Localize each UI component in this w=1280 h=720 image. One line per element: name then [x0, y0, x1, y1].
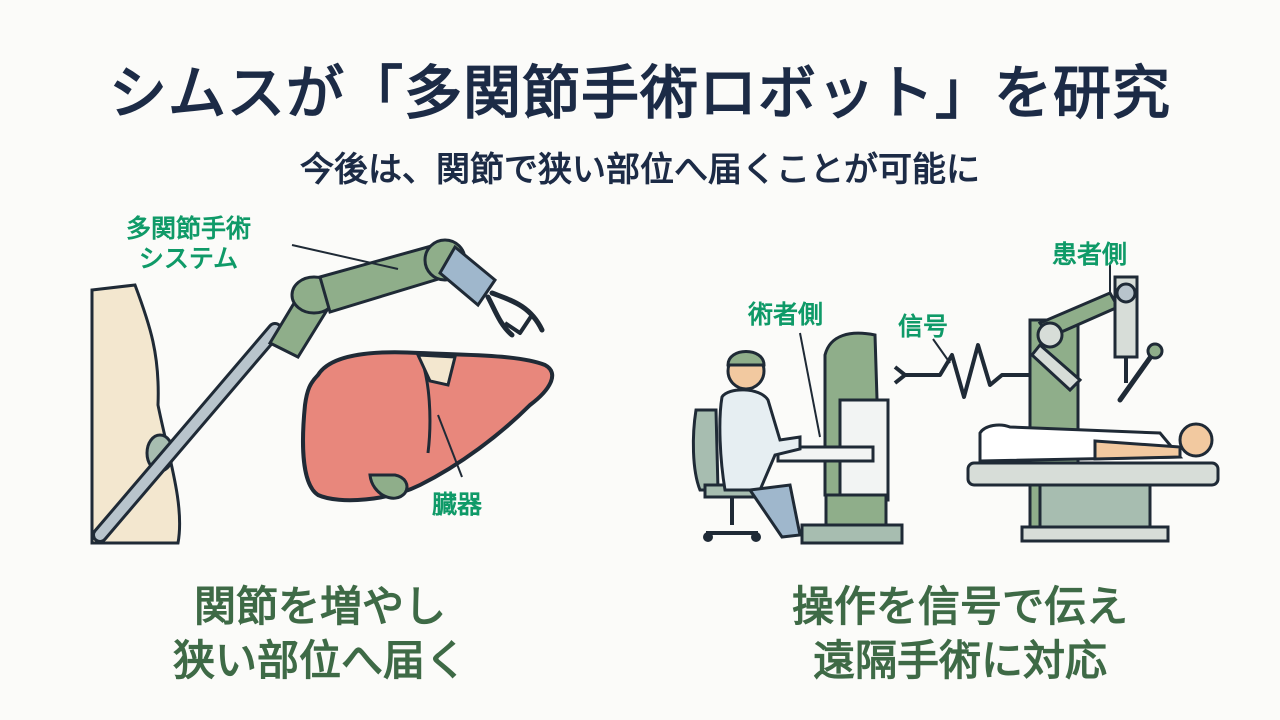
operator-body	[718, 388, 802, 492]
remote-surgery-illustration	[691, 263, 1220, 545]
robot-shaft	[95, 325, 280, 540]
operating-table-pedestal	[1038, 483, 1152, 531]
robot-wrist	[438, 244, 498, 308]
label-system-line2: システム	[138, 244, 239, 273]
right-illustration-panel: 術者側 信号 患者側	[640, 205, 1280, 575]
left-illustration-panel: 多関節手術 システム 臓器	[0, 205, 640, 575]
page-subtitle: 今後は、関節で狭い部位へ届くことが可能に	[300, 150, 980, 190]
leader-line-operator	[799, 332, 821, 438]
organ-liver	[301, 350, 555, 503]
page-title: シムスが「多関節手術ロボット」を研究	[108, 59, 1171, 127]
organ-gallbladder	[368, 473, 409, 500]
leader-line-organ	[437, 414, 463, 478]
operating-table-top	[966, 461, 1220, 487]
right-caption: 操作を信号で伝え 遠隔手術に対応	[640, 580, 1280, 688]
leader-line-signal	[932, 338, 951, 364]
right-caption-line2: 遠隔手術に対応	[812, 636, 1107, 685]
multi-joint-robot-illustration	[90, 238, 555, 545]
left-caption: 関節を増やし 狭い部位へ届く	[0, 580, 640, 688]
left-caption-line2: 狭い部位へ届く	[172, 636, 467, 685]
label-signal: 信号	[898, 312, 949, 341]
patient-head	[1178, 422, 1214, 458]
operator-legs	[747, 483, 802, 539]
label-patient-side: 患者側	[1052, 240, 1128, 269]
label-operator-side: 術者側	[748, 300, 824, 329]
label-organ: 臓器	[432, 490, 483, 519]
leader-line-system	[291, 244, 399, 270]
right-caption-line1: 操作を信号で伝え	[791, 582, 1128, 631]
label-multi-joint-system: 多関節手術 システム	[126, 214, 251, 274]
console-base	[800, 523, 904, 545]
operator-chair-back	[691, 408, 720, 492]
organ-ligament	[415, 353, 457, 387]
signal-wave	[902, 343, 1038, 399]
label-system-line1: 多関節手術	[126, 214, 252, 243]
patient-robot-lower-arm	[1029, 342, 1083, 393]
left-caption-line1: 関節を増やし	[193, 582, 446, 631]
robot-gripper	[485, 290, 545, 338]
patient-robot-instrument-2	[1117, 352, 1155, 403]
